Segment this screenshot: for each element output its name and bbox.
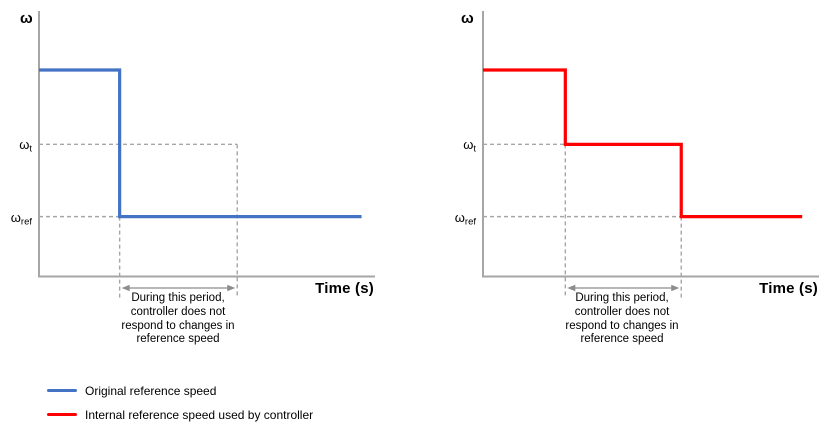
right-omega-ref-tick: ωref bbox=[444, 210, 476, 228]
legend-item-internal: Internal reference speed used by control… bbox=[47, 407, 313, 422]
right-omega-t-tick: ωt bbox=[444, 137, 476, 155]
omega-symbol: ω bbox=[19, 137, 30, 152]
annotation-line: reference speed bbox=[136, 333, 220, 346]
omega-symbol: ω bbox=[463, 137, 474, 152]
annotation-line: controller does not bbox=[130, 305, 226, 318]
right-y-axis-label: ω bbox=[461, 10, 474, 27]
annotation-line: respond to changes in bbox=[121, 319, 235, 332]
original-reference-speed-chart bbox=[38, 11, 375, 298]
omega-ref-subscript: ref bbox=[464, 216, 476, 228]
left-omega-ref-tick: ωref bbox=[0, 210, 32, 228]
legend-label: Original reference speed bbox=[85, 383, 217, 398]
left-annotation: During this period, controller does not … bbox=[107, 292, 249, 347]
annotation-line: reference speed bbox=[580, 333, 664, 346]
left-omega-t-tick: ωt bbox=[0, 137, 32, 155]
left-x-axis-label: Time (s) bbox=[315, 280, 374, 297]
omega-t-subscript: t bbox=[29, 143, 32, 155]
legend-label: Internal reference speed used by control… bbox=[85, 407, 314, 422]
left-y-axis-label: ω bbox=[20, 10, 33, 27]
internal-reference-speed-chart bbox=[482, 11, 819, 298]
annotation-line: controller does not bbox=[574, 305, 670, 318]
legend-swatch-original bbox=[47, 388, 77, 393]
omega-symbol: ω bbox=[10, 210, 21, 225]
annotation-line: During this period, bbox=[575, 292, 669, 304]
right-annotation: During this period, controller does not … bbox=[551, 292, 693, 347]
omega-ref-subscript: ref bbox=[20, 216, 32, 228]
legend-item-original: Original reference speed bbox=[47, 383, 216, 398]
omega-t-subscript: t bbox=[473, 143, 476, 155]
annotation-line: During this period, bbox=[131, 292, 225, 304]
annotation-line: respond to changes in bbox=[565, 319, 679, 332]
omega-symbol: ω bbox=[454, 210, 465, 225]
legend-swatch-internal bbox=[47, 412, 77, 417]
right-x-axis-label: Time (s) bbox=[759, 280, 818, 297]
